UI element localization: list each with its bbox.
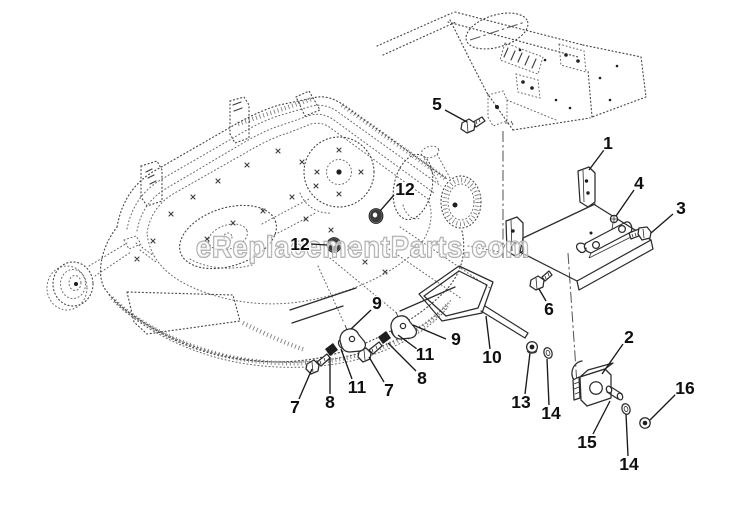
callout-5-0[interactable]: 5: [431, 93, 444, 116]
callout-7-12[interactable]: 7: [383, 379, 395, 402]
part-bolt-7-right: [357, 341, 383, 363]
callout-11-13[interactable]: 11: [347, 376, 368, 399]
callout-8-11[interactable]: 8: [416, 367, 429, 390]
leader-line: [340, 348, 353, 380]
leader-line: [379, 194, 395, 212]
leader-line: [538, 288, 547, 302]
callout-13-16[interactable]: 13: [510, 391, 532, 414]
callout-9-6[interactable]: 9: [371, 292, 384, 315]
callout-3-3[interactable]: 3: [675, 197, 688, 220]
part-washer-14-left: [543, 347, 553, 359]
callout-11-9[interactable]: 11: [415, 343, 436, 366]
callout-15-20[interactable]: 15: [576, 431, 598, 454]
part-bolt-7-left: [305, 353, 331, 375]
leader-line: [368, 356, 385, 383]
callout-6-7[interactable]: 6: [543, 298, 556, 321]
leader-line: [588, 149, 605, 171]
part-latch-bar: [575, 214, 634, 259]
part-nut-16: [639, 417, 651, 429]
leader-line: [298, 368, 313, 400]
callout-4-2[interactable]: 4: [633, 172, 646, 195]
callout-2-18[interactable]: 2: [623, 326, 636, 349]
callout-10-10[interactable]: 10: [481, 346, 503, 369]
part-bracket-plate: [505, 166, 654, 291]
part-bolt-6: [529, 270, 553, 291]
part-bolt-5: [460, 116, 486, 134]
leader-line: [485, 315, 491, 350]
callout-14-17[interactable]: 14: [540, 402, 562, 425]
leader-line: [310, 243, 328, 246]
part-grommet-12-upper: [368, 208, 384, 224]
part-grommet-12-lower: [326, 237, 342, 253]
leader-line: [387, 342, 417, 372]
leader-line: [650, 213, 674, 234]
callout-1-1[interactable]: 1: [602, 132, 615, 155]
leader-line: [546, 358, 550, 406]
leader-line: [625, 413, 629, 457]
leader-lines: [298, 109, 677, 457]
leader-line: [649, 393, 677, 421]
part-hook-9-left: [339, 324, 366, 353]
part-washer-14-right: [621, 403, 631, 415]
callout-8-14[interactable]: 8: [324, 391, 337, 414]
callout-7-15[interactable]: 7: [289, 396, 301, 419]
callout-14-21[interactable]: 14: [618, 453, 640, 476]
part-nut-8-left: [325, 343, 338, 356]
leader-line: [615, 189, 635, 217]
watermark: eReplacementParts.com: [196, 231, 530, 264]
leader-line: [592, 400, 611, 435]
callout-9-8[interactable]: 9: [450, 328, 463, 351]
leader-line: [601, 343, 624, 375]
part-pivot-block-2: [572, 362, 614, 407]
mower-deck-art: [46, 90, 528, 368]
solid-parts: [289, 116, 654, 429]
part-hook-9-right: [390, 311, 417, 340]
leader-line: [350, 309, 372, 330]
part-bolt-3: [628, 226, 652, 241]
part-nut-13: [525, 340, 539, 354]
callout-16-19[interactable]: 16: [674, 377, 696, 400]
part-nut-8-right: [378, 331, 391, 344]
leader-line: [397, 334, 418, 350]
leader-line: [412, 324, 447, 340]
tractor-frame-art: [376, 11, 647, 131]
leader-line: [444, 109, 468, 123]
part-spacer-15: [605, 385, 624, 401]
leader-line: [524, 352, 531, 395]
part-handle-10: [418, 265, 529, 339]
callout-12-5[interactable]: 12: [289, 233, 311, 256]
callout-12-4[interactable]: 12: [394, 178, 416, 201]
